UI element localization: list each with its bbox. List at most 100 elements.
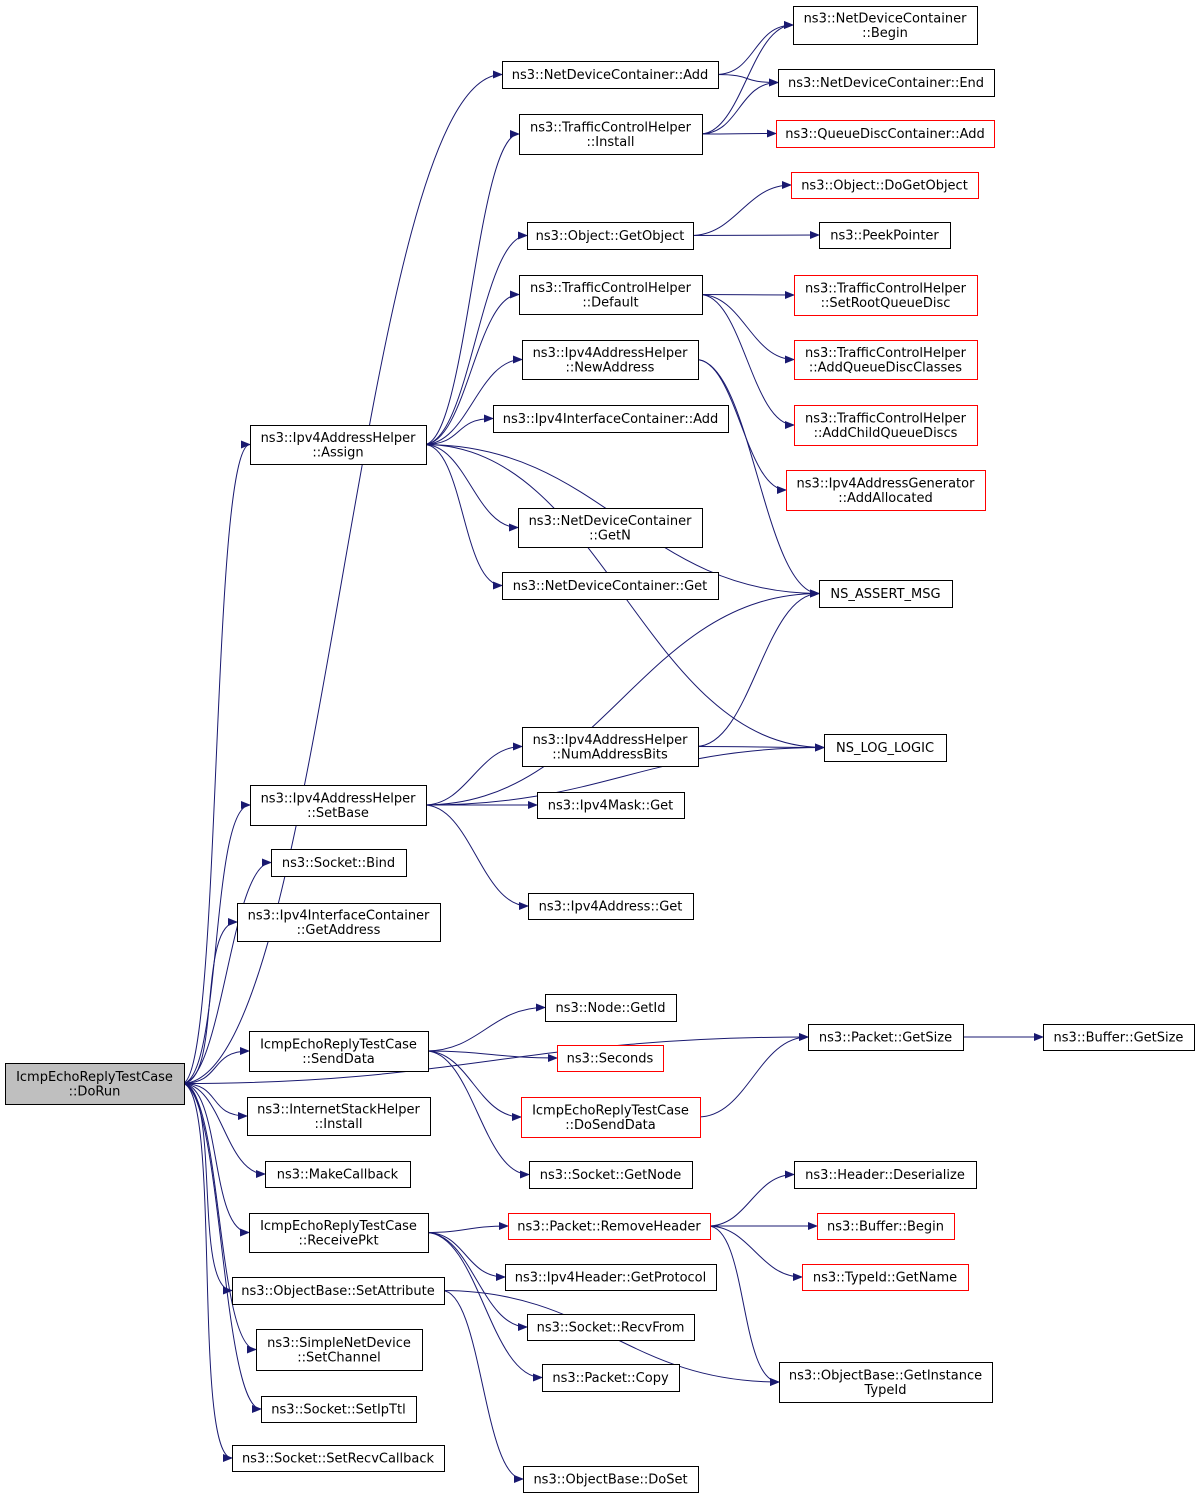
- node-obj-getobject[interactable]: ns3::Object::GetObject: [527, 222, 694, 250]
- edge-tch_install-to-ndc_end: [699, 78, 779, 135]
- node-box: [808, 1024, 964, 1051]
- node-label-line: ns3::TrafficControlHelper: [530, 281, 692, 296]
- node-label-line: ::SendData: [302, 1052, 375, 1067]
- node-qdc-add[interactable]: ns3::QueueDiscContainer::Add: [776, 120, 995, 148]
- node-label-line: ::AddAllocated: [838, 491, 932, 506]
- node-iic-getaddr[interactable]: ns3::Ipv4InterfaceContainer::GetAddress: [237, 903, 441, 942]
- edge-root-to-tc_senddata: [181, 1047, 250, 1084]
- node-ipah-setbase[interactable]: ns3::Ipv4AddressHelper::SetBase: [250, 785, 427, 826]
- node-ish-install[interactable]: ns3::InternetStackHelper::Install: [247, 1097, 431, 1136]
- node-box: [232, 1277, 445, 1305]
- node-label-line: ns3::SimpleNetDevice: [267, 1336, 411, 1351]
- node-makecallback[interactable]: ns3::MakeCallback: [265, 1161, 411, 1188]
- node-seconds[interactable]: ns3::Seconds: [557, 1045, 664, 1072]
- node-ndc-get[interactable]: ns3::NetDeviceContainer::Get: [502, 572, 719, 600]
- edge-tc_receivepkt-to-packet_removeheader: [425, 1222, 509, 1233]
- node-tch-addchild[interactable]: ns3::TrafficControlHelper::AddChildQueue…: [794, 405, 978, 446]
- node-label-line: ns3::Ipv4AddressHelper: [533, 346, 689, 361]
- node-label-line: ns3::Ipv4AddressHelper: [261, 431, 417, 446]
- node-box: [819, 580, 953, 608]
- node-tch-addclasses[interactable]: ns3::TrafficControlHelper::AddQueueDiscC…: [794, 340, 978, 380]
- edge-root-to-socket_setipttl: [181, 1083, 262, 1413]
- node-peekpointer[interactable]: ns3::PeekPointer: [819, 222, 951, 249]
- node-label-line: ::SetBase: [307, 806, 369, 821]
- node-label-line: ns3::ObjectBase::DoSet: [533, 1473, 687, 1488]
- node-label-line: ::Begin: [862, 26, 908, 41]
- node-box: [505, 1264, 717, 1291]
- node-label-line: ns3::Socket::Bind: [282, 856, 395, 871]
- edge-root-to-tc_receivepkt: [181, 1083, 250, 1237]
- node-buffer-getsize[interactable]: ns3::Buffer::GetSize: [1043, 1024, 1195, 1051]
- node-typeid-getname[interactable]: ns3::TypeId::GetName: [802, 1264, 969, 1291]
- edge-obj_getobject-to-peekpointer: [690, 231, 820, 240]
- edge-ipah_assign-to-ndc_get: [423, 444, 503, 590]
- node-label-line: ns3::QueueDiscContainer::Add: [785, 127, 985, 142]
- node-box: [779, 1362, 993, 1403]
- node-socket-recvfrom[interactable]: ns3::Socket::RecvFrom: [527, 1314, 695, 1341]
- node-label-line: ns3::MakeCallback: [277, 1168, 399, 1183]
- node-packet-copy[interactable]: ns3::Packet::Copy: [542, 1364, 680, 1392]
- node-ndc-end[interactable]: ns3::NetDeviceContainer::End: [778, 69, 995, 97]
- node-snd-setchannel[interactable]: ns3::SimpleNetDevice::SetChannel: [256, 1329, 423, 1371]
- edge-ob_setattr-to-ob_doset: [441, 1290, 524, 1483]
- node-label-line: ns3::NetDeviceContainer::Get: [513, 579, 708, 594]
- node-node-getid[interactable]: ns3::Node::GetId: [545, 994, 677, 1022]
- node-tch-install[interactable]: ns3::TrafficControlHelper::Install: [519, 114, 703, 155]
- node-socket-setrecvcb[interactable]: ns3::Socket::SetRecvCallback: [232, 1445, 445, 1472]
- node-box: [250, 785, 427, 826]
- edge-packet_removeheader-to-header_deser: [707, 1170, 795, 1227]
- node-label-line: IcmpEchoReplyTestCase: [532, 1103, 689, 1118]
- node-iic-add[interactable]: ns3::Ipv4InterfaceContainer::Add: [493, 405, 729, 433]
- node-box: [527, 1314, 695, 1341]
- node-label-line: ns3::Packet::Copy: [552, 1371, 669, 1386]
- node-label-line: ::Default: [582, 295, 638, 310]
- node-box: [521, 1097, 701, 1138]
- node-ndc-begin[interactable]: ns3::NetDeviceContainer::Begin: [793, 6, 978, 45]
- node-tc-dosenddata[interactable]: IcmpEchoReplyTestCase::DoSendData: [521, 1097, 701, 1138]
- node-socket-bind[interactable]: ns3::Socket::Bind: [271, 849, 407, 877]
- node-label-line: ::AddChildQueueDiscs: [814, 426, 958, 441]
- node-box: [786, 470, 986, 511]
- edge-ipah_assign-to-ndc_getn: [423, 444, 519, 532]
- node-iph-getproto[interactable]: ns3::Ipv4Header::GetProtocol: [505, 1264, 717, 1291]
- node-header-deser[interactable]: ns3::Header::Deserialize: [794, 1161, 977, 1189]
- node-label-line: ::Assign: [312, 445, 363, 460]
- node-tc-senddata[interactable]: IcmpEchoReplyTestCase::SendData: [249, 1031, 429, 1072]
- node-ipag-addalloc[interactable]: ns3::Ipv4AddressGenerator::AddAllocated: [786, 470, 986, 511]
- node-ndc-add[interactable]: ns3::NetDeviceContainer::Add: [502, 61, 719, 89]
- node-box: [232, 1445, 445, 1472]
- node-packet-removeheader[interactable]: ns3::Packet::RemoveHeader: [508, 1213, 711, 1240]
- edge-tc_senddata-to-node_getid: [425, 1003, 546, 1052]
- node-buffer-begin[interactable]: ns3::Buffer::Begin: [817, 1213, 955, 1240]
- node-ipah-newaddr[interactable]: ns3::Ipv4AddressHelper::NewAddress: [522, 340, 699, 380]
- node-packet-getsize[interactable]: ns3::Packet::GetSize: [808, 1024, 964, 1051]
- node-tch-default[interactable]: ns3::TrafficControlHelper::Default: [519, 275, 703, 315]
- node-box: [508, 1213, 711, 1240]
- node-obj-dogetobject[interactable]: ns3::Object::DoGetObject: [791, 172, 979, 199]
- node-label-line: ns3::Ipv4InterfaceContainer::Add: [503, 412, 719, 427]
- node-ob-setattr[interactable]: ns3::ObjectBase::SetAttribute: [232, 1277, 445, 1305]
- node-ns-log[interactable]: NS_LOG_LOGIC: [824, 734, 947, 762]
- node-ipmask-get[interactable]: ns3::Ipv4Mask::Get: [537, 792, 685, 819]
- node-root[interactable]: IcmpEchoReplyTestCase::DoRun: [5, 1063, 185, 1105]
- node-ob-doset[interactable]: ns3::ObjectBase::DoSet: [523, 1466, 699, 1493]
- node-ipah-numbits[interactable]: ns3::Ipv4AddressHelper::NumAddressBits: [522, 727, 699, 767]
- node-tch-setroot[interactable]: ns3::TrafficControlHelper::SetRootQueueD…: [794, 275, 978, 316]
- edge-tch_default-to-tch_addclasses: [699, 294, 795, 364]
- node-label-line: ::DoSendData: [565, 1118, 656, 1133]
- edge-ipah_setbase-to-ns_assert: [423, 589, 820, 806]
- node-ipaddr-get[interactable]: ns3::Ipv4Address::Get: [528, 893, 694, 920]
- edge-tc_dosenddata-to-packet_getsize: [697, 1033, 809, 1118]
- node-socket-getnode[interactable]: ns3::Socket::GetNode: [529, 1161, 693, 1189]
- node-box: [5, 1063, 185, 1105]
- node-tc-receivepkt[interactable]: IcmpEchoReplyTestCase::ReceivePkt: [249, 1213, 429, 1253]
- node-ns-assert[interactable]: NS_ASSERT_MSG: [819, 580, 953, 608]
- edge-root-to-makecallback: [181, 1083, 266, 1178]
- node-ndc-getn[interactable]: ns3::NetDeviceContainer::GetN: [518, 508, 703, 548]
- node-ipah-assign[interactable]: ns3::Ipv4AddressHelper::Assign: [250, 425, 427, 465]
- node-socket-setipttl[interactable]: ns3::Socket::SetIpTtl: [261, 1396, 417, 1423]
- node-label-line: ns3::TrafficControlHelper: [805, 281, 967, 296]
- edge-ipah_numbits-to-ns_log: [695, 743, 825, 752]
